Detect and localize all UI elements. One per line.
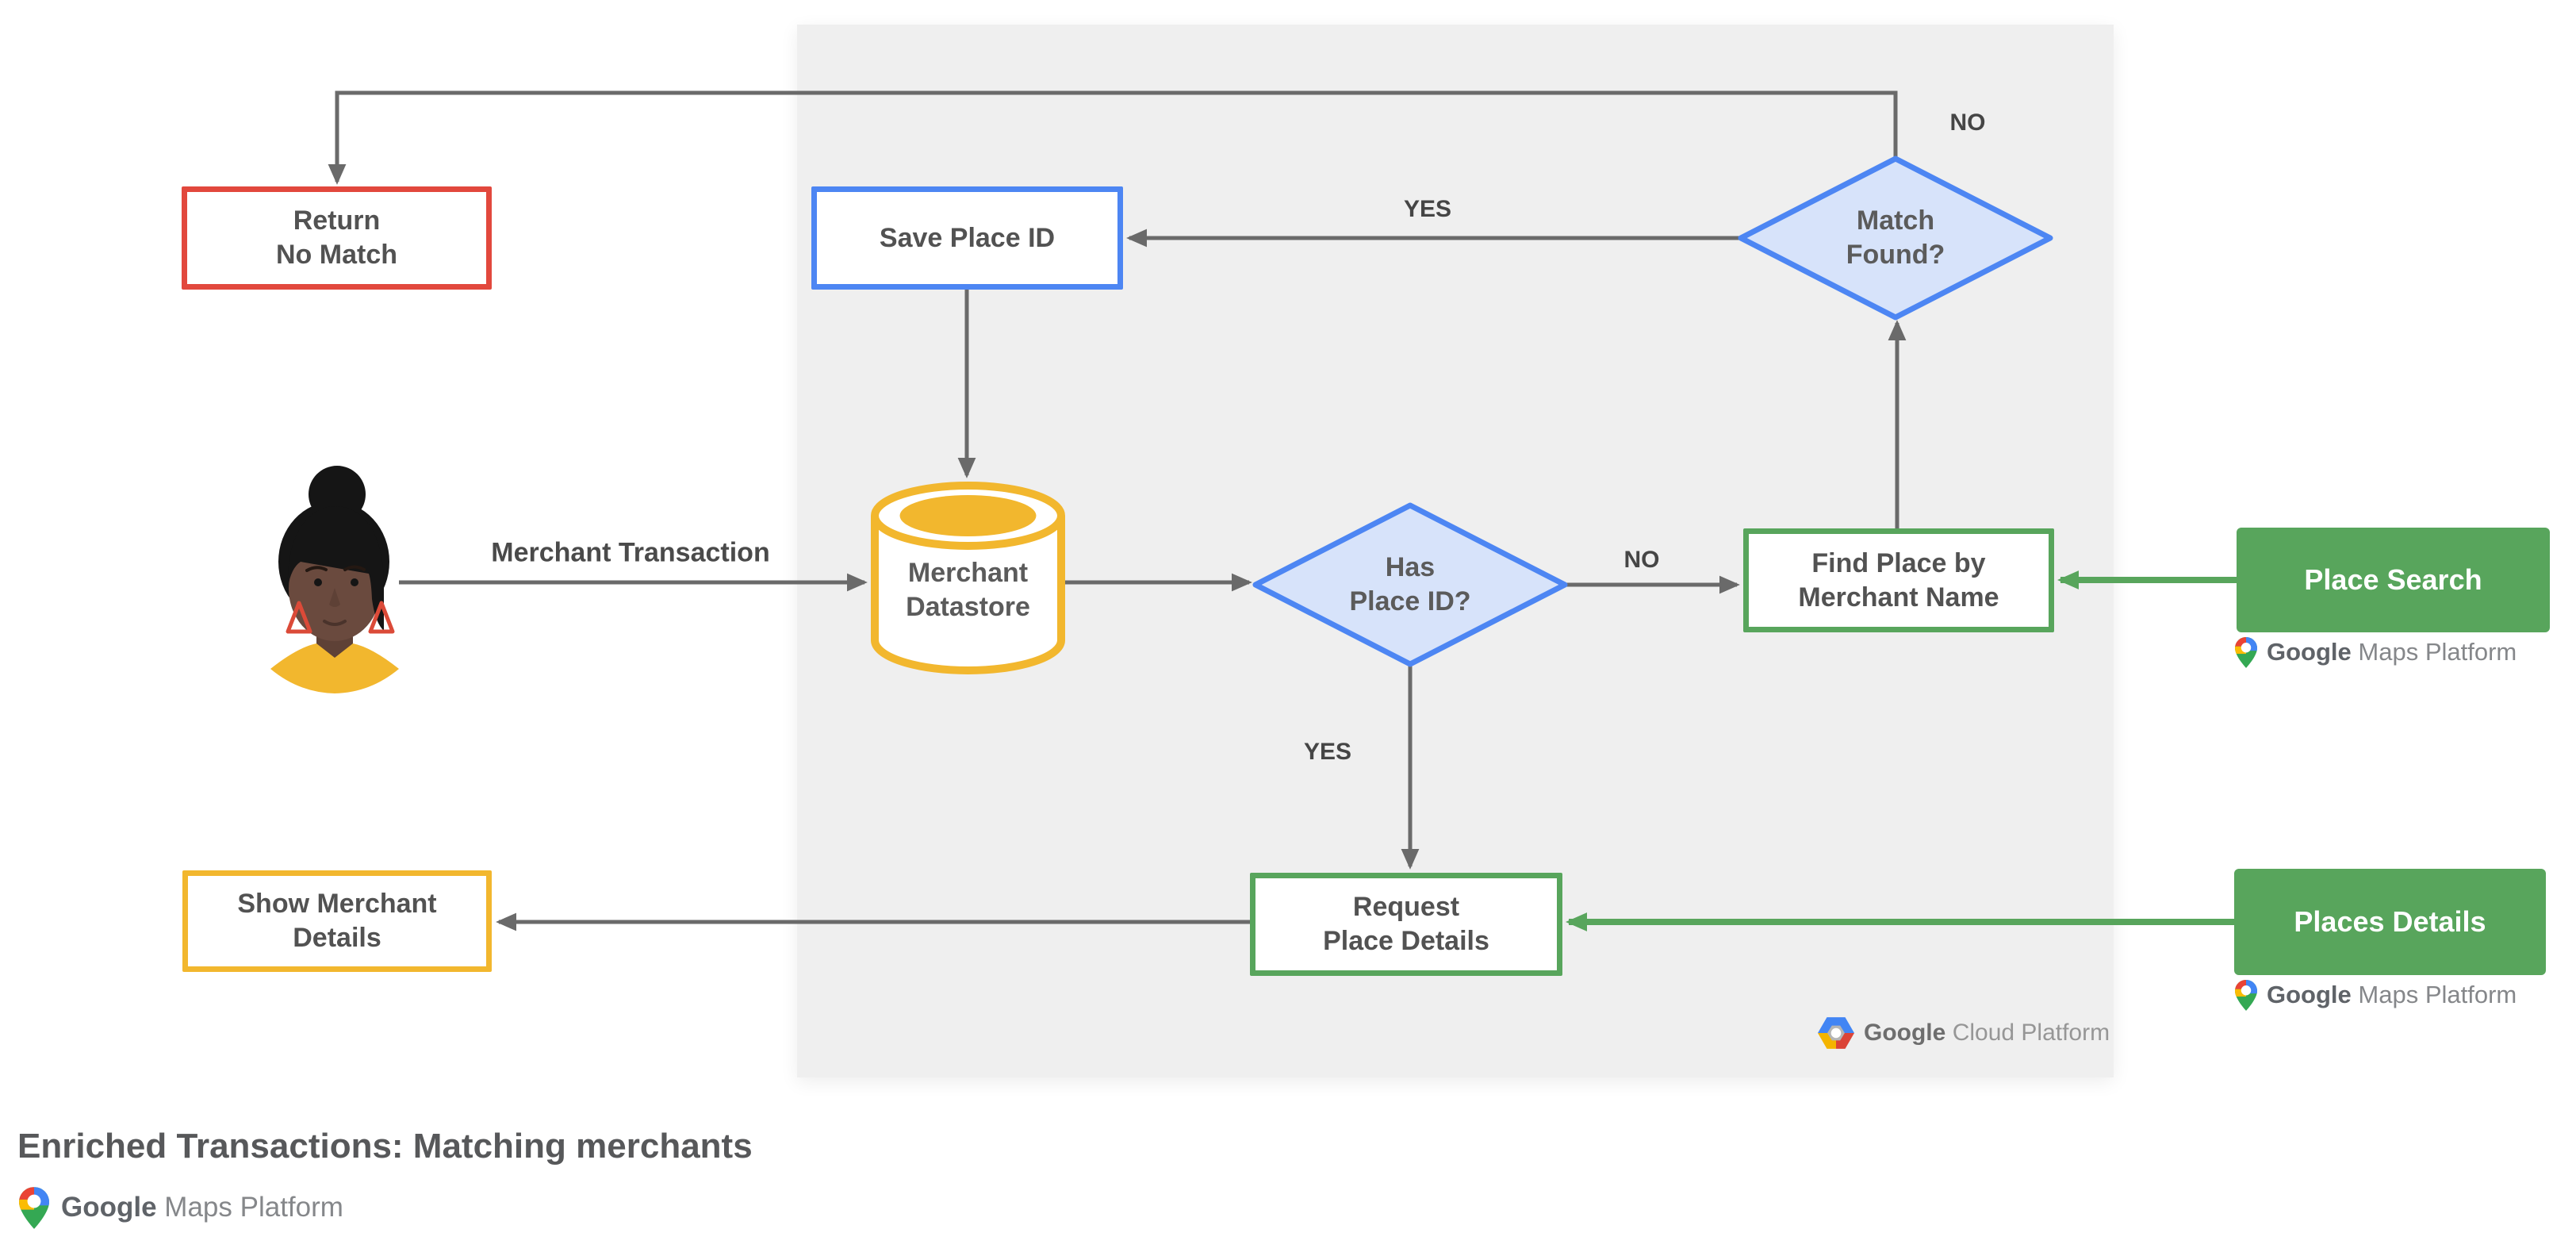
logo-maps-platform-text: Maps Platform [2358, 638, 2517, 666]
match-found-label: Match Found? [1846, 205, 1945, 270]
has-place-id-label: Has Place ID? [1349, 552, 1471, 616]
match-found-yes-label: YES [1403, 196, 1452, 222]
merchant-transaction-label: Merchant Transaction [491, 537, 770, 568]
request-place-details-box: Request Place Details [1250, 873, 1562, 976]
maps-platform-logo-place-search: Google Maps Platform [2235, 635, 2517, 670]
place-search-api-box: Place Search [2237, 528, 2550, 632]
save-place-id-box: Save Place ID [811, 186, 1123, 290]
merchant-datastore-cylinder [871, 482, 1065, 674]
show-merchant-details-box: Show Merchant Details [182, 870, 492, 972]
avatar-person [270, 466, 399, 693]
has-place-id-no-label: NO [1623, 547, 1660, 573]
logo-google-text: Google [2267, 981, 2352, 1008]
diagram-title: Enriched Transactions: Matching merchant… [17, 1127, 753, 1166]
maps-pin-icon [2235, 979, 2257, 1011]
match-found-diamond [1738, 156, 2053, 321]
maps-platform-logo-places-details: Google Maps Platform [2235, 977, 2517, 1012]
places-details-api-box: Places Details [2234, 869, 2546, 975]
gcp-hexagon-icon [1818, 1017, 1854, 1049]
maps-pin-icon [19, 1186, 49, 1229]
has-place-id-diamond [1252, 502, 1568, 667]
logo-maps-platform-text: Maps Platform [2358, 981, 2517, 1008]
merchant-datastore-label: Merchant Datastore [906, 558, 1030, 622]
return-no-match-box: Return No Match [182, 186, 492, 290]
find-place-by-merchant-name-box: Find Place by Merchant Name [1743, 528, 2054, 632]
google-cloud-platform-logo: Google Cloud Platform [1818, 1016, 2110, 1050]
maps-platform-logo-footer: Google Maps Platform [19, 1184, 343, 1231]
logo-google-text: Google [2267, 638, 2352, 666]
logo-google-text: Google [61, 1192, 157, 1223]
has-place-id-yes-label: YES [1303, 739, 1352, 765]
logo-cloud-platform-text: Cloud Platform [1952, 1020, 2110, 1046]
edge-match-found-no [328, 90, 1898, 185]
maps-pin-icon [2235, 636, 2257, 668]
logo-maps-platform-text: Maps Platform [164, 1192, 343, 1223]
match-found-no-label: NO [1949, 109, 1986, 136]
logo-google-text: Google [1864, 1020, 1946, 1046]
